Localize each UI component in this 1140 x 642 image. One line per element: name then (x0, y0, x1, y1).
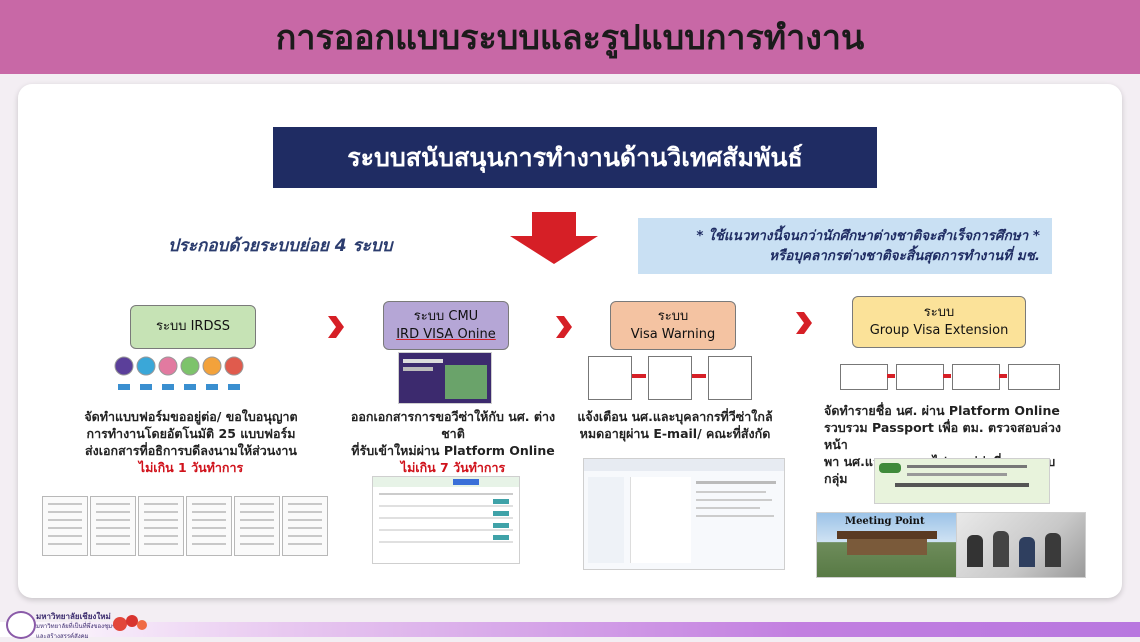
subsystem-count-caption: ประกอบด้วยระบบย่อย 4 ระบบ (168, 236, 393, 256)
visa-warning-email-screenshot (583, 458, 785, 570)
footer-bar (0, 622, 1140, 637)
system-irdss-label: ระบบ IRDSS (156, 319, 230, 334)
page-title: การออกแบบระบบและรูปแบบการทำงาน (275, 18, 865, 58)
system-group-visa-box: ระบบ Group Visa Extension (852, 296, 1026, 348)
university-name: มหาวิทยาลัยเชียงใหม่ มหาวิทยาลัยที่เป็นท… (36, 612, 121, 640)
meeting-point-caption: Meeting Point (845, 516, 925, 527)
section-banner: ระบบสนับสนุนการทำงานด้านวิเทศสัมพันธ์ (273, 127, 877, 188)
system-visa-warning-label-1: ระบบ (657, 308, 689, 324)
system-visa-online-time: ไม่เกิน 7 วันทำการ (400, 460, 506, 475)
guideline-note: * ใช้แนวทางนี้จนกว่านักศึกษาต่างชาติจะสำ… (638, 218, 1052, 274)
chevron-right-icon (328, 316, 344, 338)
system-group-visa-label-1: ระบบ (923, 305, 955, 320)
note-line-2: หรือบุคลากรต่างชาติจะสิ้นสุดการทำงานที่ … (769, 248, 1040, 264)
system-visa-warning-label-2: Visa Warning (630, 326, 716, 342)
group-visa-poster (874, 458, 1050, 504)
university-logo (6, 611, 36, 639)
system-visa-online-description: ออกเอกสารการขอวีซ่าให้กับ นศ. ต่างชาติ ท… (340, 408, 566, 476)
group-visit-photo (956, 512, 1086, 578)
system-visa-online-label-2: IRD VISA Onine (396, 326, 496, 342)
note-line-1: * ใช้แนวทางนี้จนกว่านักศึกษาต่างชาติจะสำ… (696, 228, 1040, 244)
visa-online-table-screenshot (372, 476, 520, 564)
system-visa-online-box: ระบบ CMU IRD VISA Onine (383, 301, 509, 350)
system-irdss-description: จัดทำแบบฟอร์มขออยู่ต่อ/ ขอใบอนุญาต การทำ… (60, 408, 322, 476)
system-visa-online-label-1: ระบบ CMU (413, 308, 479, 324)
chevron-right-icon (796, 312, 812, 334)
system-visa-warning-description: แจ้งเตือน นศ.และบุคลากรที่วีซ่าใกล้ หมดอ… (577, 409, 773, 441)
visa-online-screenshot (398, 352, 492, 404)
system-group-visa-label-2: Group Visa Extension (869, 323, 1009, 338)
meeting-point-photo: Meeting Point (816, 512, 958, 578)
flower-icon (113, 615, 147, 631)
process-icons (114, 356, 244, 390)
down-arrow-icon (510, 212, 598, 264)
chevron-right-icon (556, 316, 572, 338)
system-irdss-time: ไม่เกิน 1 วันทำการ (138, 460, 244, 475)
system-visa-warning-box: ระบบ Visa Warning (610, 301, 736, 350)
system-irdss-box: ระบบ IRDSS (130, 305, 256, 349)
title-bar: การออกแบบระบบและรูปแบบการทำงาน (0, 0, 1140, 74)
